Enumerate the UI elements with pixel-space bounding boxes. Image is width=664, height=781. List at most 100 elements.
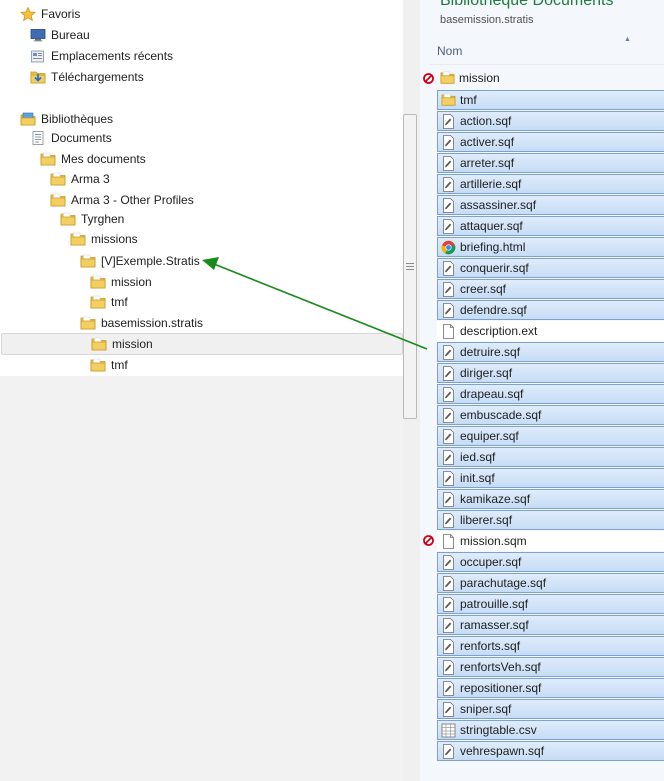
tree-basemission-mission[interactable]: mission bbox=[1, 333, 403, 355]
file-name: ramasser.sqf bbox=[460, 618, 529, 632]
script-file-icon bbox=[441, 366, 456, 381]
file-row[interactable]: arreter.sqf bbox=[437, 153, 664, 173]
file-row[interactable]: tmf bbox=[437, 90, 664, 110]
file-row[interactable]: renforts.sqf bbox=[437, 636, 664, 656]
file-name: occuper.sqf bbox=[460, 555, 522, 569]
tree-item-label: [V]Exemple.Stratis bbox=[101, 254, 200, 268]
tree-item-label: tmf bbox=[111, 295, 128, 309]
file-name: artillerie.sqf bbox=[460, 177, 522, 191]
script-file-icon bbox=[441, 660, 456, 675]
folder-icon bbox=[80, 254, 96, 268]
blocked-icon bbox=[423, 535, 434, 546]
file-row[interactable]: renfortsVeh.sqf bbox=[437, 657, 664, 677]
file-row[interactable]: kamikaze.sqf bbox=[437, 489, 664, 509]
file-name: assassiner.sqf bbox=[460, 198, 537, 212]
tree-item-label: Arma 3 bbox=[71, 172, 110, 186]
chrome-icon bbox=[441, 240, 456, 255]
file-row[interactable]: defendre.sqf bbox=[437, 300, 664, 320]
file-name: diriger.sqf bbox=[460, 366, 513, 380]
file-row[interactable]: init.sqf bbox=[437, 468, 664, 488]
file-name: equiper.sqf bbox=[460, 429, 519, 443]
file-row[interactable]: equiper.sqf bbox=[437, 426, 664, 446]
file-row[interactable]: parachutage.sqf bbox=[437, 573, 664, 593]
file-row[interactable]: artillerie.sqf bbox=[437, 174, 664, 194]
script-file-icon bbox=[441, 282, 456, 297]
script-file-icon bbox=[441, 219, 456, 234]
file-row[interactable]: ied.sqf bbox=[437, 447, 664, 467]
script-file-icon bbox=[441, 639, 456, 654]
script-file-icon bbox=[441, 471, 456, 486]
script-file-icon bbox=[441, 555, 456, 570]
recent-places-icon bbox=[30, 49, 46, 63]
column-header-divider bbox=[430, 64, 664, 65]
tree-item-label: Bibliothèques bbox=[41, 112, 114, 126]
column-header-name[interactable]: Nom bbox=[437, 44, 463, 58]
file-row[interactable]: patrouille.sqf bbox=[437, 594, 664, 614]
tree-item-label: Documents bbox=[51, 131, 112, 145]
tree-item-label: Téléchargements bbox=[51, 70, 144, 84]
file-row[interactable]: repositioner.sqf bbox=[437, 678, 664, 698]
file-row[interactable]: drapeau.sqf bbox=[437, 384, 664, 404]
file-name: tmf bbox=[460, 93, 477, 107]
file-row[interactable]: embuscade.sqf bbox=[437, 405, 664, 425]
file-name: action.sqf bbox=[460, 114, 512, 128]
file-name: defendre.sqf bbox=[460, 303, 527, 317]
file-name: liberer.sqf bbox=[460, 513, 513, 527]
file-row[interactable]: description.ext bbox=[437, 321, 664, 341]
tree-item-label: Emplacements récents bbox=[51, 49, 174, 63]
tree-item-label: tmf bbox=[111, 358, 128, 372]
script-file-icon bbox=[441, 261, 456, 276]
script-file-icon bbox=[441, 387, 456, 402]
file-row[interactable]: assassiner.sqf bbox=[437, 195, 664, 215]
folder-icon bbox=[91, 337, 107, 351]
tree-item-label: missions bbox=[91, 232, 138, 246]
script-file-icon bbox=[441, 597, 456, 612]
script-file-icon bbox=[441, 135, 456, 150]
file-name: renforts.sqf bbox=[460, 639, 521, 653]
folder-icon bbox=[50, 172, 66, 186]
file-row[interactable]: ramasser.sqf bbox=[437, 615, 664, 635]
file-row[interactable]: stringtable.csv bbox=[437, 720, 664, 740]
script-file-icon bbox=[441, 177, 456, 192]
tree-item-label: Mes documents bbox=[61, 152, 146, 166]
libraries-icon bbox=[20, 112, 36, 126]
folder-icon bbox=[441, 93, 456, 108]
script-file-icon bbox=[441, 156, 456, 171]
folder-icon bbox=[50, 193, 66, 207]
tree-item-label: basemission.stratis bbox=[101, 316, 204, 330]
script-file-icon bbox=[441, 492, 456, 507]
blank-file-icon bbox=[441, 324, 456, 339]
file-row[interactable]: mission.sqm bbox=[437, 531, 664, 551]
file-row[interactable]: mission bbox=[437, 69, 664, 89]
file-name: attaquer.sqf bbox=[460, 219, 523, 233]
file-row[interactable]: detruire.sqf bbox=[437, 342, 664, 362]
file-row[interactable]: conquerir.sqf bbox=[437, 258, 664, 278]
file-row[interactable]: action.sqf bbox=[437, 111, 664, 131]
file-name: mission bbox=[459, 71, 500, 85]
file-row[interactable]: creer.sqf bbox=[437, 279, 664, 299]
file-row[interactable]: activer.sqf bbox=[437, 132, 664, 152]
file-row[interactable]: briefing.html bbox=[437, 237, 664, 257]
file-row[interactable]: vehrespawn.sqf bbox=[437, 741, 664, 761]
tree-item-label: Favoris bbox=[41, 7, 81, 21]
script-file-icon bbox=[441, 744, 456, 759]
file-row[interactable]: diriger.sqf bbox=[437, 363, 664, 383]
file-row[interactable]: liberer.sqf bbox=[437, 510, 664, 530]
file-row[interactable]: attaquer.sqf bbox=[437, 216, 664, 236]
sort-ascending-icon: ▲ bbox=[624, 36, 631, 43]
script-file-icon bbox=[441, 576, 456, 591]
file-name: description.ext bbox=[460, 324, 538, 338]
tree-item-label: Arma 3 - Other Profiles bbox=[71, 193, 194, 207]
script-file-icon bbox=[441, 114, 456, 129]
file-row[interactable]: sniper.sqf bbox=[437, 699, 664, 719]
splitter-grip-icon bbox=[406, 263, 414, 270]
folder-icon bbox=[70, 232, 86, 246]
file-name: sniper.sqf bbox=[460, 702, 512, 716]
file-name: activer.sqf bbox=[460, 135, 515, 149]
file-row[interactable]: occuper.sqf bbox=[437, 552, 664, 572]
script-file-icon bbox=[441, 408, 456, 423]
file-name: detruire.sqf bbox=[460, 345, 521, 359]
file-name: vehrespawn.sqf bbox=[460, 744, 545, 758]
folder-icon bbox=[90, 275, 106, 289]
